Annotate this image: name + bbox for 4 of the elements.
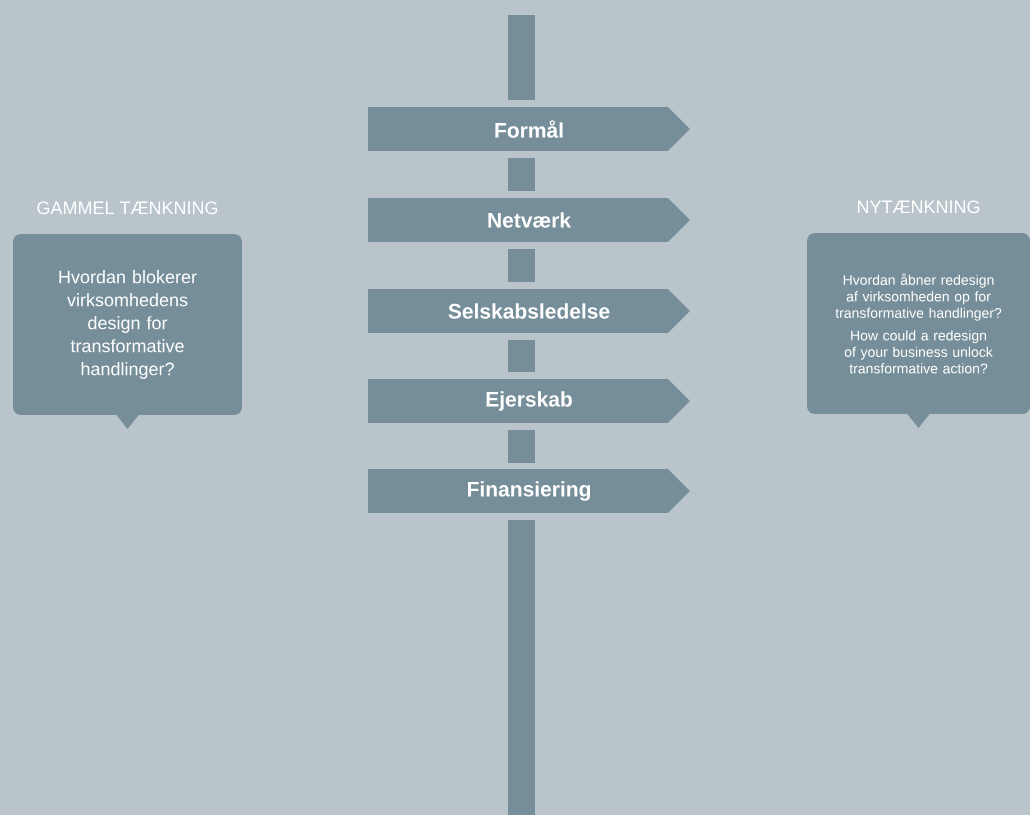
bubble-heading: GAMMEL TÆNKNING bbox=[37, 201, 218, 215]
bubble-heading: NYTÆNKNING bbox=[858, 200, 980, 214]
speech-bubble: Hvordan åbner redesign af virksomheden op for transformative handlinger? How could a redesign of your business unlock transformative action? bbox=[807, 233, 1030, 428]
speech-bubble: Hvordan blokerer virksomhedens design for transformative handlinger? bbox=[13, 234, 242, 429]
